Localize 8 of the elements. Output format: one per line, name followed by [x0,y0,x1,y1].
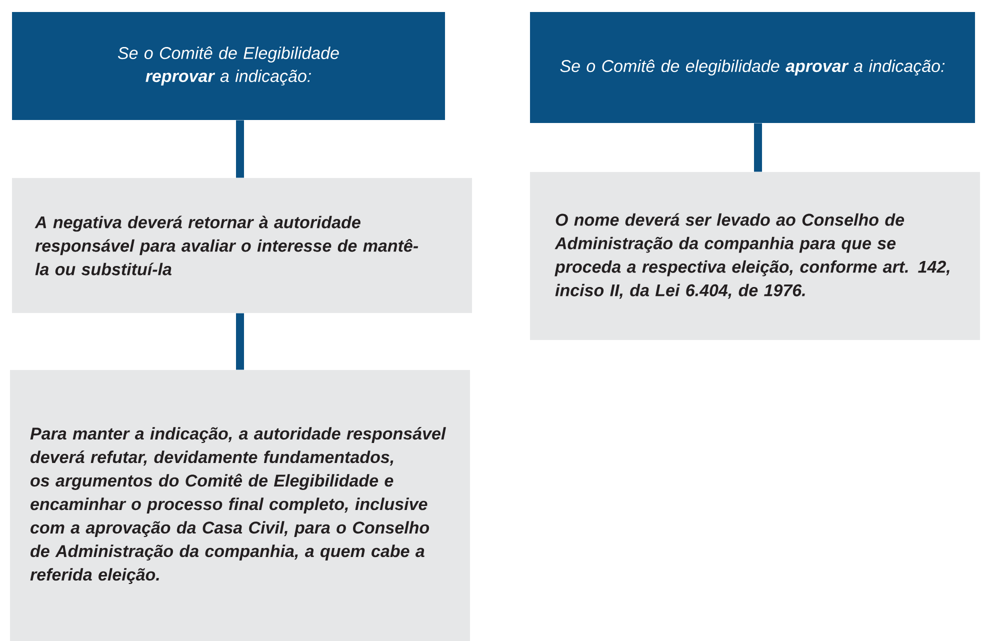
text-box: Para manter a indicação, a autoridade responsável deverá refutar, devidamente fundamentados, os argumentos do Comitê de Elegibilidade e encaminhar o processo final completo, inclusive com a aprovação da Casa Civil, para o Conselho de Administração da companhia, a quem cabe a referida eleição. [10,370,470,641]
text-box: O nome deverá ser levado ao Conselho de Administração da companhia para que se proceda a respectiva eleição, conforme art. 142, inciso II, da Lei 6.404, de 1976. [530,172,980,340]
text-box: A negativa deverá retornar à autoridade responsável para avaliar o interesse de mantê-la ou substituí-la [12,178,472,313]
connector-line [236,313,244,370]
header-box: Se o Comitê de Elegibilidade reprovar a indicação: [12,12,445,120]
connector-line [754,123,762,172]
header-box: Se o Comitê de elegibilidade aprovar a indicação: [530,12,976,123]
connector-line [236,120,244,178]
